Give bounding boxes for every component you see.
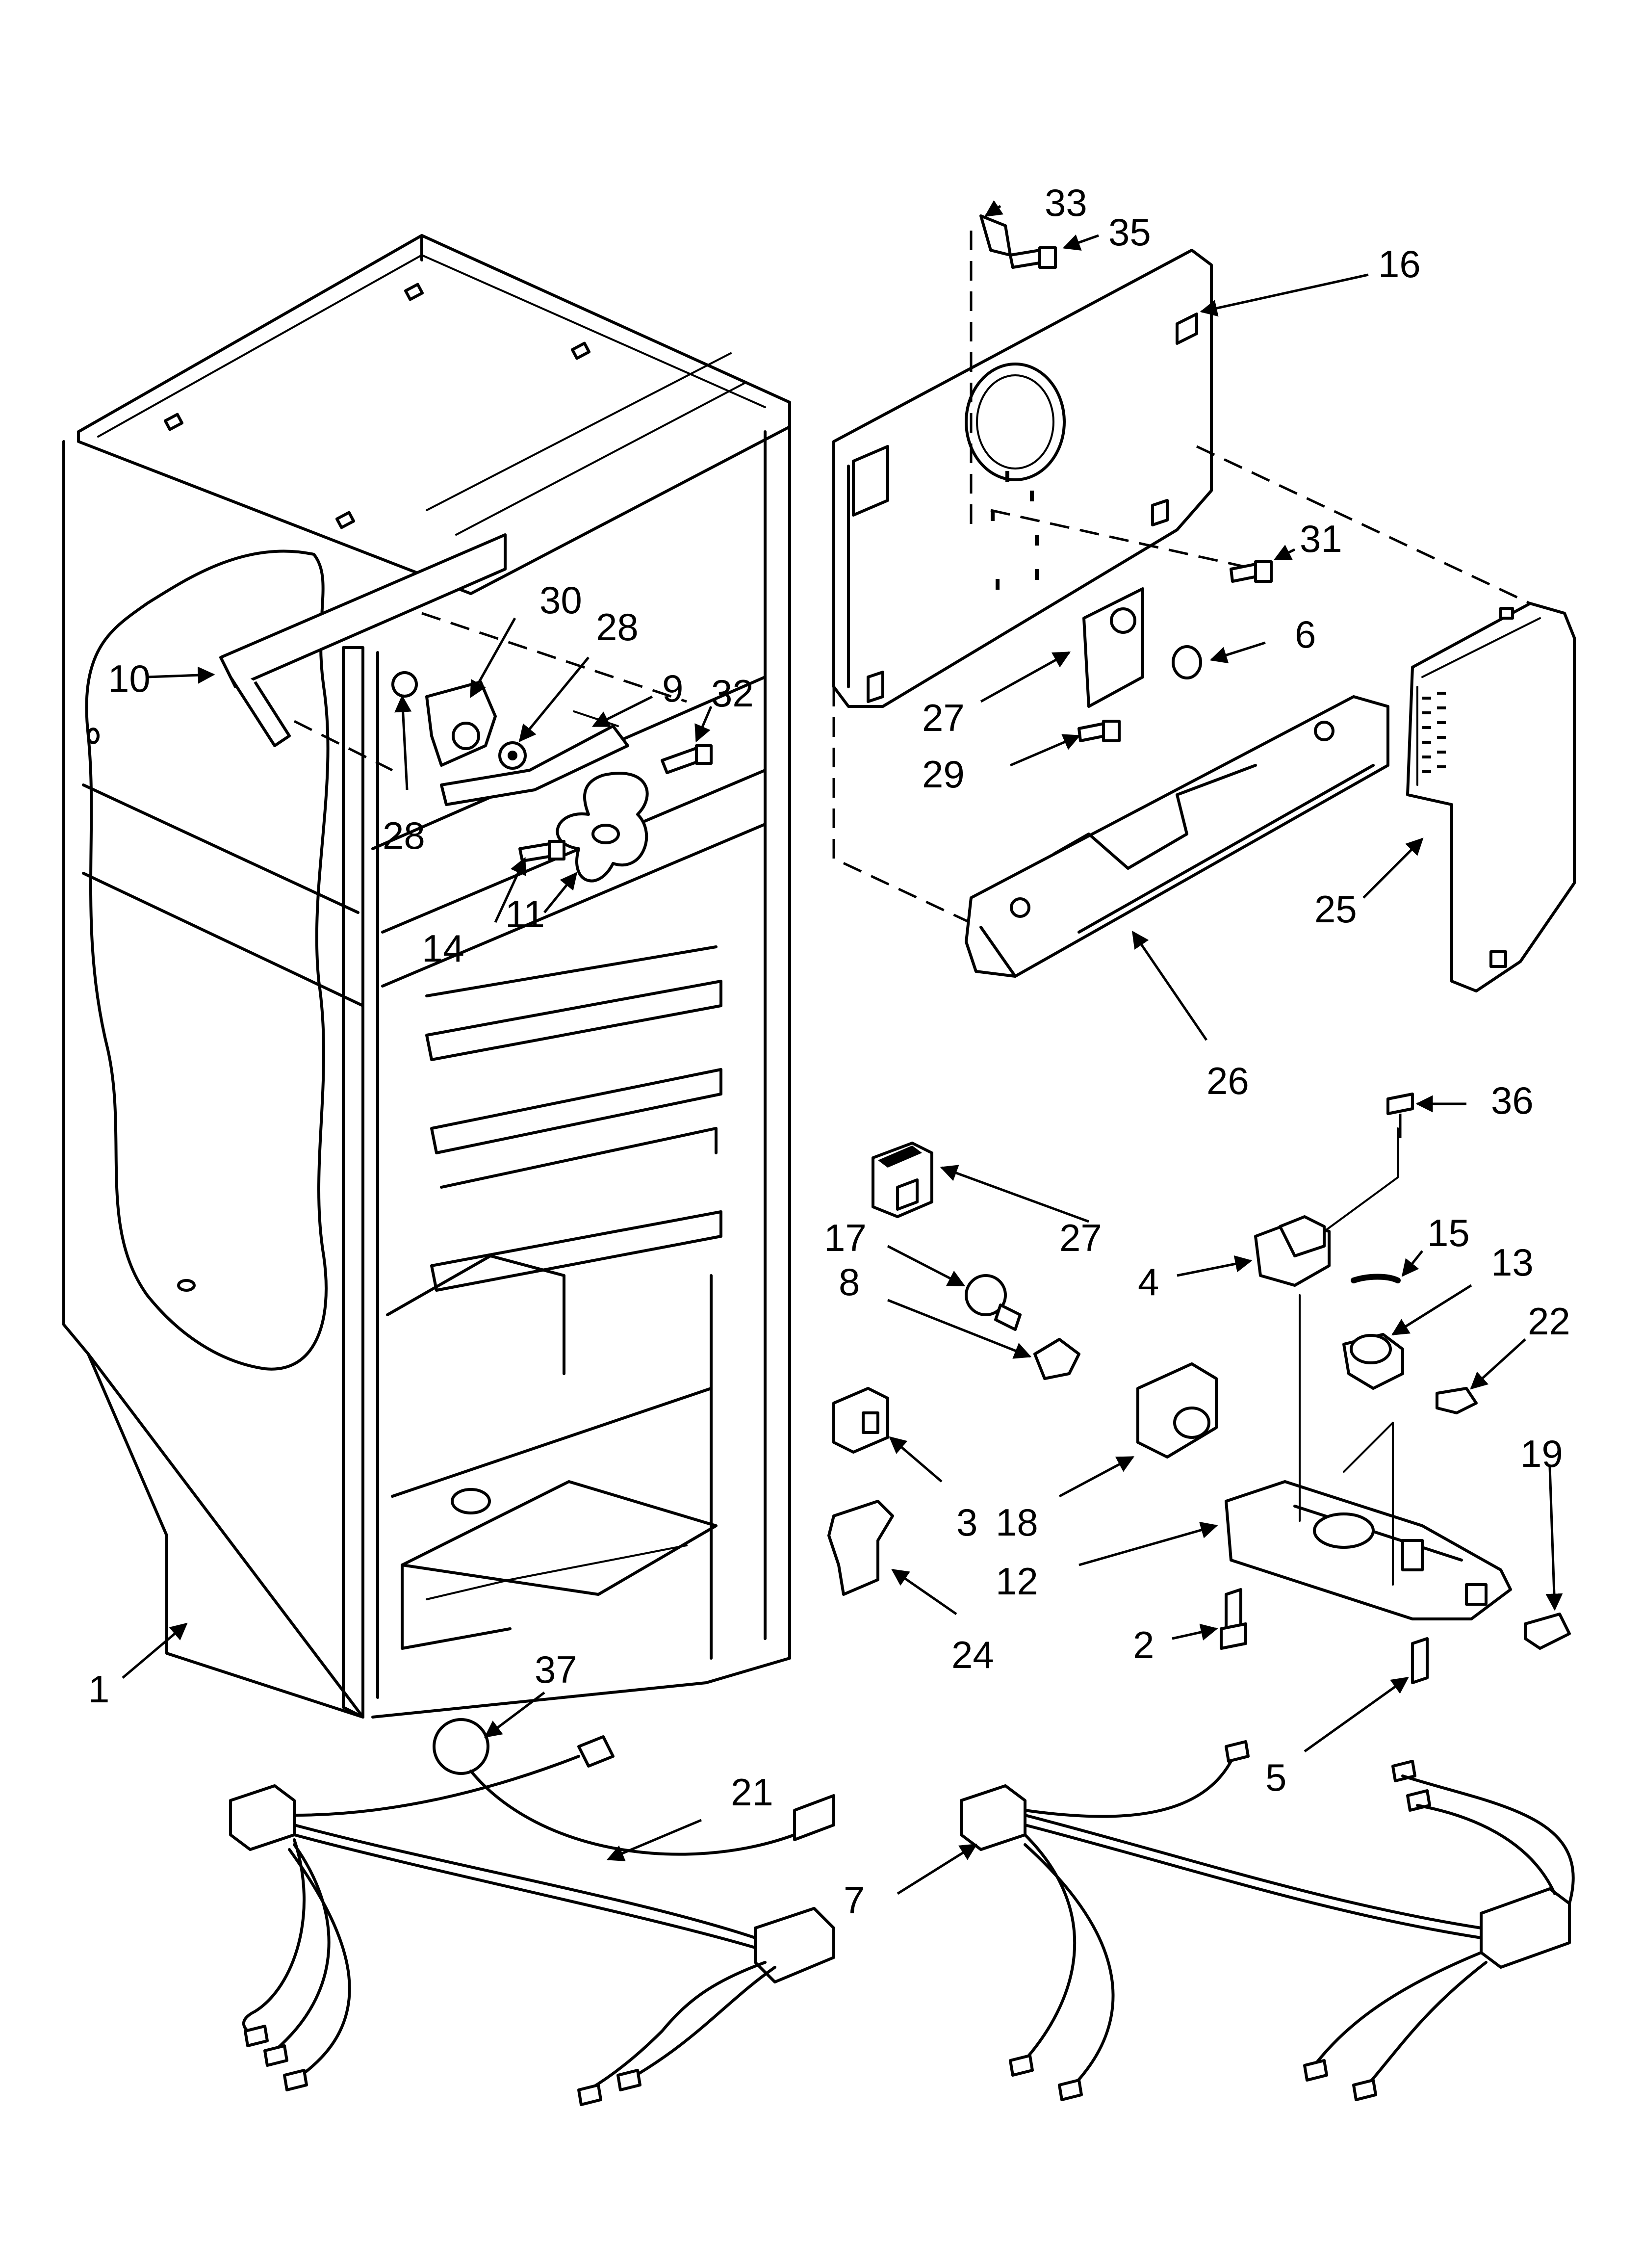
callout-13: 13 <box>1491 1241 1534 1284</box>
callout-6: 6 <box>1295 613 1316 656</box>
callout-18: 18 <box>996 1501 1038 1544</box>
vent-housing <box>965 695 1389 978</box>
callout-12: 12 <box>996 1560 1038 1603</box>
callout-30: 30 <box>539 578 582 622</box>
callout-4: 4 <box>1138 1260 1159 1303</box>
callout-22: 22 <box>1528 1300 1570 1343</box>
upper-hardware <box>219 533 713 883</box>
callout-8: 8 <box>839 1260 860 1303</box>
callout-31: 31 <box>1300 517 1342 560</box>
callout-23: 25 <box>1314 887 1357 931</box>
callout-11: 11 <box>505 892 545 936</box>
callout-14: 14 <box>422 927 464 970</box>
callout-3: 3 <box>956 1501 977 1544</box>
callout-35: 35 <box>1108 210 1151 254</box>
callout-19: 19 <box>1520 1432 1563 1475</box>
control-parts <box>827 1093 1571 1684</box>
callout-24: 24 <box>951 1633 994 1676</box>
callout-32: 32 <box>711 672 754 715</box>
callout-10: 10 <box>108 657 151 700</box>
callout-17: 17 <box>824 1216 867 1259</box>
callout-5: 5 <box>1265 1756 1286 1799</box>
callout-1: 1 <box>88 1668 109 1711</box>
cabinet-liner <box>62 234 791 1719</box>
callout-16: 16 <box>1378 242 1421 286</box>
callout-21-text: 21 <box>731 1771 773 1814</box>
evaporator-cover <box>832 214 1531 934</box>
wire-harnesses <box>229 1718 1575 2106</box>
callout-15: 15 <box>1427 1211 1470 1254</box>
callout-labels: 33 35 16 31 6 27 29 25 26 10 30 28 28 9 … <box>88 181 1570 1922</box>
callout-37: 37 <box>535 1648 577 1691</box>
callout-26: 27 <box>1059 1216 1102 1259</box>
leader-lines <box>122 200 1563 1895</box>
callout-36: 36 <box>1491 1079 1534 1122</box>
callout-28-lower: 28 <box>383 814 425 857</box>
callout-25: 26 <box>1206 1059 1249 1102</box>
air-diffuser <box>1406 602 1576 992</box>
callout-7: 7 <box>844 1878 865 1922</box>
callout-29: 29 <box>922 753 965 796</box>
callout-9: 9 <box>662 667 683 710</box>
callout-33: 33 <box>1045 181 1087 224</box>
callout-28-a: 28 <box>596 605 639 649</box>
callout-2: 2 <box>1133 1623 1154 1667</box>
callout-27: 27 <box>922 696 965 739</box>
